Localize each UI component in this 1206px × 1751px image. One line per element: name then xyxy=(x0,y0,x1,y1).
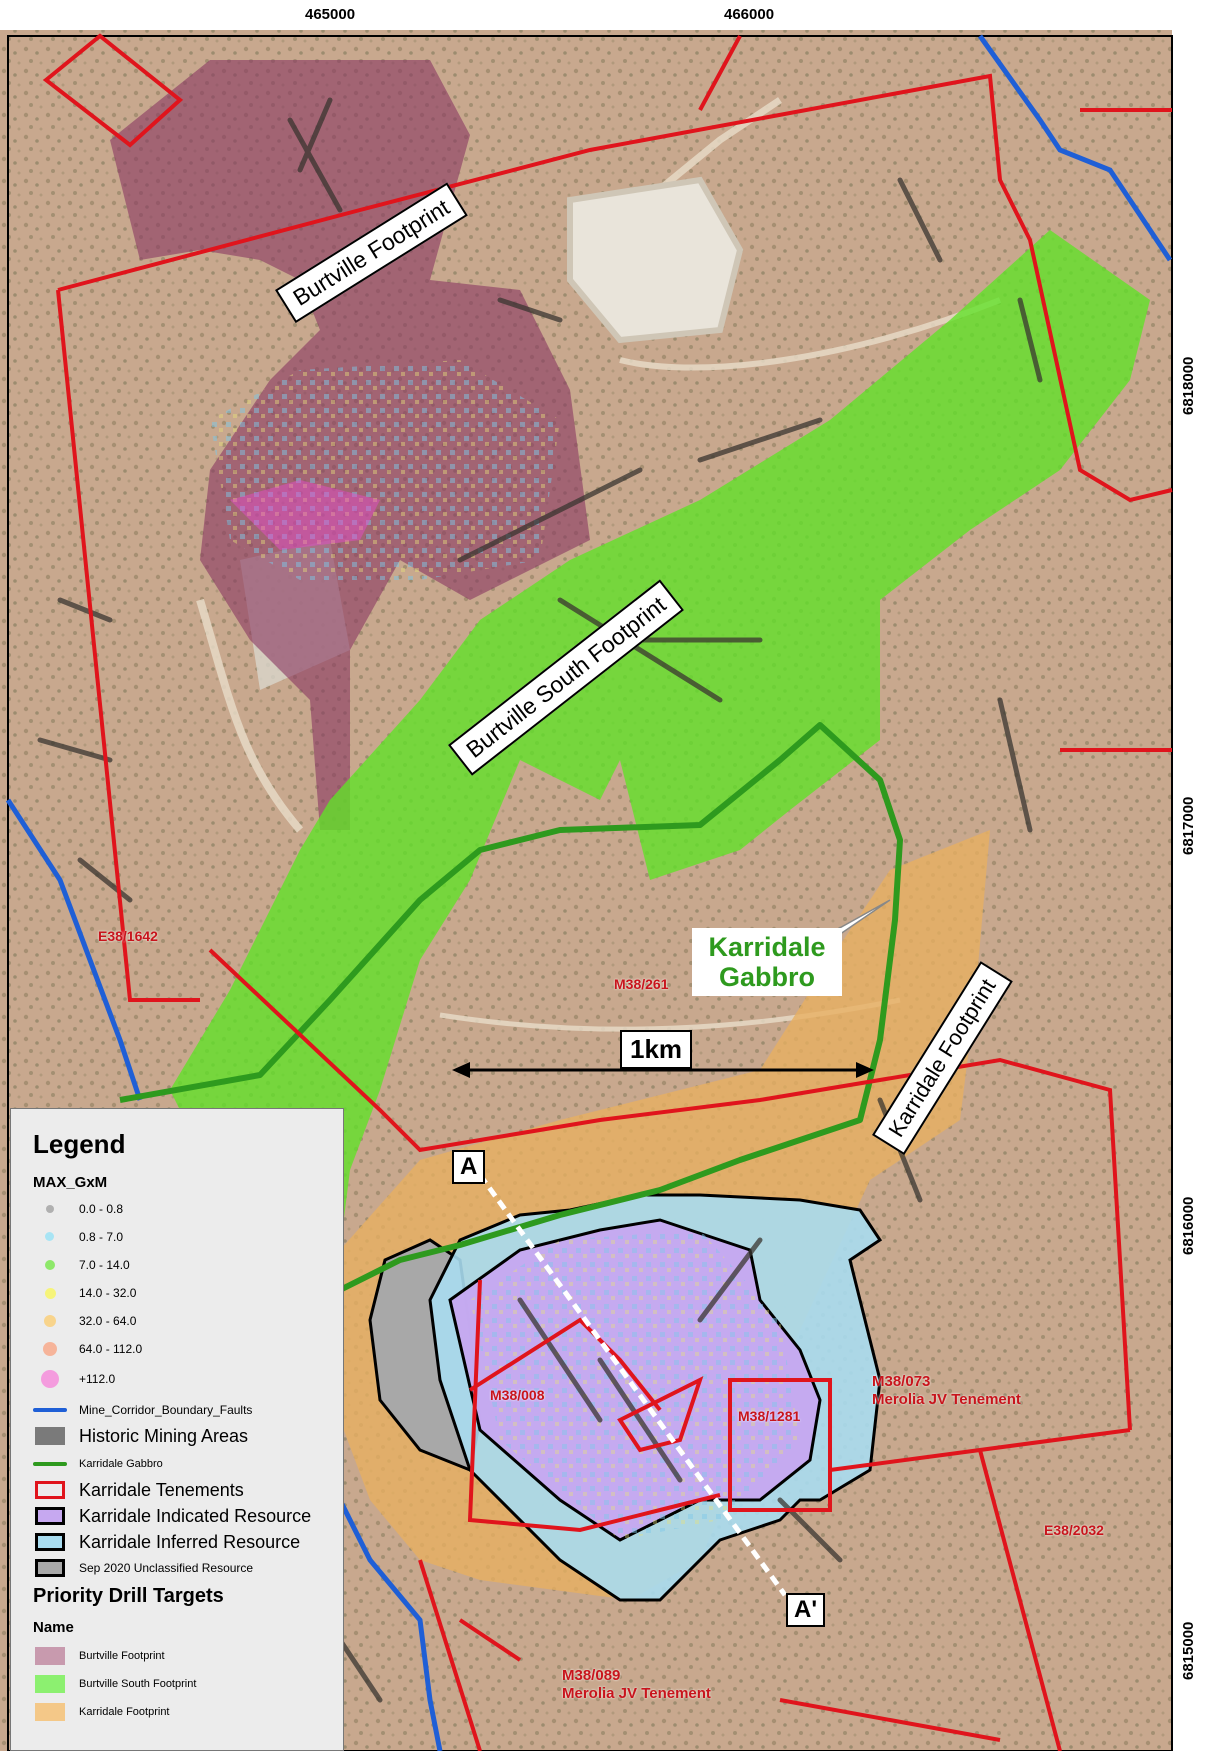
legend-gxm-header: MAX_GxM xyxy=(33,1174,108,1191)
y-coord-6818000: 6818000 xyxy=(1180,356,1197,415)
legend-indicated: Karridale Indicated Resource xyxy=(33,1505,311,1527)
tenement-e38-1642-label: E38/1642 xyxy=(98,928,158,944)
y-coord-6815000: 6815000 xyxy=(1180,1621,1197,1680)
gxm-label: +112.0 xyxy=(79,1372,116,1386)
gxm-label: 32.0 - 64.0 xyxy=(79,1314,137,1328)
burtville-south-footprint-area xyxy=(170,230,1150,1250)
legend-tenements-label: Karridale Tenements xyxy=(79,1479,244,1500)
fault-line-symbol xyxy=(33,1408,67,1412)
legend-target-item: Burtville Footprint xyxy=(33,1645,165,1667)
legend-historic: Historic Mining Areas xyxy=(33,1425,248,1447)
legend-targets-header: Priority Drill Targets xyxy=(33,1585,224,1607)
legend-tenements: Karridale Tenements xyxy=(33,1479,244,1501)
legend-target-item: Burtville South Footprint xyxy=(33,1673,196,1695)
tenement-m38-089-line1: M38/089 xyxy=(562,1667,621,1684)
gxm-symbol xyxy=(46,1205,54,1213)
legend-gabbro: Karridale Gabbro xyxy=(33,1453,163,1475)
legend-gxm-class: 0.0 - 0.8 xyxy=(33,1198,123,1220)
unclassified-resource-symbol xyxy=(35,1559,65,1577)
legend-title: Legend xyxy=(33,1129,126,1159)
legend-indicated-label: Karridale Indicated Resource xyxy=(79,1505,312,1526)
gxm-label: 0.8 - 7.0 xyxy=(79,1230,124,1244)
legend-gabbro-label: Karridale Gabbro xyxy=(79,1458,163,1470)
legend-target-label: Karridale Footprint xyxy=(79,1706,170,1718)
tenement-m38-089-label: M38/089 Merolia JV Tenement xyxy=(562,1667,711,1703)
gxm-symbol xyxy=(43,1342,57,1356)
inferred-resource-symbol xyxy=(35,1533,65,1551)
gxm-label: 0.0 - 0.8 xyxy=(79,1202,124,1216)
tenement-boundaries xyxy=(42,33,1173,1751)
tenement-m38-073-line2: Merolia JV Tenement xyxy=(872,1391,1021,1408)
legend-gxm-class: +112.0 xyxy=(33,1368,115,1390)
legend-inferred: Karridale Inferred Resource xyxy=(33,1531,300,1553)
tenement-m38-073-label: M38/073 Merolia JV Tenement xyxy=(872,1373,1021,1409)
gxm-symbol xyxy=(45,1232,54,1241)
legend-faults: Mine_Corridor_Boundary_Faults xyxy=(33,1399,252,1421)
legend-inferred-label: Karridale Inferred Resource xyxy=(79,1531,301,1552)
y-coord-6816000: 6816000 xyxy=(1180,1196,1197,1255)
legend-target-item: Karridale Footprint xyxy=(33,1701,170,1723)
legend-unclassified-label: Sep 2020 Unclassified Resource xyxy=(79,1561,254,1575)
legend-historic-label: Historic Mining Areas xyxy=(79,1425,249,1446)
section-end-label: A' xyxy=(786,1593,826,1627)
gabbro-line-symbol xyxy=(33,1462,67,1466)
legend-name-header: Name xyxy=(33,1619,74,1636)
indicated-resource-symbol xyxy=(35,1507,65,1525)
legend-faults-label: Mine_Corridor_Boundary_Faults xyxy=(79,1403,253,1417)
karridale-gabbro-label: Karridale Gabbro xyxy=(692,928,842,996)
mine-corridor-faults xyxy=(5,34,1173,1751)
burtville-footprint-symbol xyxy=(35,1647,65,1665)
gxm-label: 64.0 - 112.0 xyxy=(79,1342,143,1356)
tenement-m38-008-label: M38/008 xyxy=(490,1387,545,1403)
gxm-symbol xyxy=(41,1370,59,1388)
legend-target-label: Burtville South Footprint xyxy=(79,1678,197,1690)
section-line xyxy=(477,1173,788,1597)
legend-unclassified: Sep 2020 Unclassified Resource xyxy=(33,1557,253,1579)
legend-gxm-class: 7.0 - 14.0 xyxy=(33,1254,130,1276)
gabbro-label-line1: Karridale xyxy=(708,932,826,962)
gxm-symbol xyxy=(45,1288,56,1299)
tenement-m38-073-line1: M38/073 xyxy=(872,1373,931,1390)
legend-gxm-class: 64.0 - 112.0 xyxy=(33,1338,142,1360)
x-coord-465000: 465000 xyxy=(305,6,356,23)
legend-gxm-class: 14.0 - 32.0 xyxy=(33,1282,136,1304)
gxm-label: 14.0 - 32.0 xyxy=(79,1286,137,1300)
high-grade-cluster xyxy=(230,480,380,550)
karridale-gabbro-line xyxy=(119,722,903,1310)
gabbro-label-line2: Gabbro xyxy=(718,962,815,992)
legend-gxm-class: 0.8 - 7.0 xyxy=(33,1226,123,1248)
section-start-label: A xyxy=(452,1150,486,1184)
x-coord-466000: 466000 xyxy=(724,6,775,23)
tenement-m38-261-label: M38/261 xyxy=(614,976,669,992)
scale-bar xyxy=(452,1062,874,1078)
gxm-symbol xyxy=(45,1260,55,1270)
burtville-south-footprint-symbol xyxy=(35,1675,65,1693)
tenement-e38-2032-label: E38/2032 xyxy=(1044,1522,1104,1538)
gxm-symbol xyxy=(44,1315,56,1327)
open-pit xyxy=(567,176,744,344)
y-coord-6817000: 6817000 xyxy=(1180,796,1197,855)
legend-gxm-class: 32.0 - 64.0 xyxy=(33,1310,136,1332)
historic-area-symbol xyxy=(35,1427,65,1445)
gxm-label: 7.0 - 14.0 xyxy=(79,1258,130,1272)
karridale-footprint-symbol xyxy=(35,1703,65,1721)
scale-bar-label: 1km xyxy=(620,1030,693,1069)
tenement-m38-1281-label: M38/1281 xyxy=(738,1408,801,1424)
map-legend: Legend MAX_GxM 0.0 - 0.8 0.8 - 7.0 7.0 -… xyxy=(10,1108,344,1751)
tenement-m38-089-line2: Merolia JV Tenement xyxy=(562,1685,711,1702)
legend-target-label: Burtville Footprint xyxy=(79,1650,165,1662)
tenement-symbol xyxy=(35,1481,65,1499)
